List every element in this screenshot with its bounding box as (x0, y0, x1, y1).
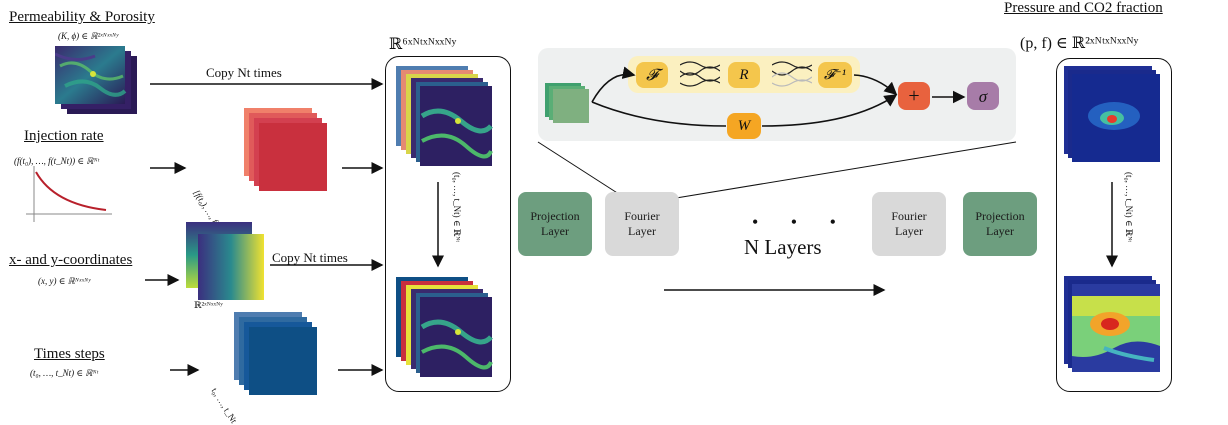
time-math: (t₀, …, t_Nt) ∈ ℝᴺᵗ (30, 368, 99, 378)
fourier-input-stack (545, 83, 589, 123)
perm-title: Permeability & Porosity (9, 9, 155, 25)
coordinates-grid-label: ℝ²ˣᴺˣˣᴺʸ (194, 300, 223, 310)
injection-stack (244, 108, 327, 191)
injection-title: Injection rate (24, 128, 104, 144)
input-arrows (145, 78, 384, 376)
fourier-op-plus: + (898, 82, 930, 110)
fourier-detail-arrows (537, 66, 1017, 201)
copy-nt-label-2: Copy Nt times (272, 250, 348, 265)
injection-curve-plot (26, 166, 112, 222)
output-container (1056, 58, 1172, 392)
fourier-op-R: R (728, 62, 760, 88)
fourier-op-R-label: R (739, 66, 749, 83)
truncated-wave-icon (772, 61, 812, 87)
fourier-op-sigma: σ (967, 82, 999, 110)
projection-in-line1: Projection (530, 209, 580, 223)
stack-bottom-tensors (396, 277, 493, 377)
output-time-label: (t₀, …, t_Nt) ∈ ℝᴺᵗ (1124, 172, 1134, 243)
fourier-op-plus-label: + (908, 84, 920, 107)
injection-math: (f(t₀), …, f(t_Nt)) ∈ ℝᴺᵗ (14, 156, 100, 166)
fourier-op-sigma-label: σ (978, 86, 988, 106)
fourier-op-W: W (727, 113, 761, 139)
fourier-op-Finv-label: 𝓕⁻¹ (824, 67, 846, 83)
time-stack (234, 312, 317, 395)
stack-dim-label: ℝ⁶ˣᴺᵗˣᴺˣˣᴺʸ (389, 36, 457, 53)
fourier-op-W-label: W (737, 117, 751, 134)
output-time-arrow (1106, 182, 1118, 268)
stack-time-arrow (432, 182, 444, 268)
stack-time-label: (t₀, …, t_Nt) ∈ ℝᴺᵗ (452, 172, 462, 243)
stack-top-tensors (396, 66, 493, 166)
copy-nt-label-1: Copy Nt times (206, 65, 282, 80)
fourier-op-F-label: 𝓕 (646, 66, 658, 84)
output-title: Pressure and CO2 fraction (1004, 0, 1163, 16)
wave-icon (680, 61, 720, 87)
fourier-1-line1: Fourier (624, 209, 660, 223)
projection-out-line1: Projection (975, 209, 1025, 223)
permeability-image (55, 46, 137, 114)
projection-in-line2: Layer (541, 224, 569, 238)
xy-math: (x, y) ∈ ℝᴺˣˣᴺʸ (38, 276, 91, 286)
output-top-field (1064, 66, 1160, 162)
fourier-1-line2: Layer (628, 224, 656, 238)
fourier-op-F: 𝓕 (636, 62, 668, 88)
output-bottom-field (1064, 276, 1160, 372)
xy-title: x- and y-coordinates (9, 252, 133, 268)
coordinates-grid (186, 222, 264, 300)
output-math: (p, f) ∈ ℝ²ˣᴺᵗˣᴺˣˣᴺʸ (1020, 35, 1139, 52)
perm-math: (K, ϕ) ∈ ℝ²ˣᴺˣˣᴺʸ (58, 31, 119, 41)
fourier-2-line1: Fourier (891, 209, 927, 223)
stack-container (385, 56, 511, 392)
fourier-op-Finv: 𝓕⁻¹ (818, 62, 852, 88)
projection-out-line2: Layer (986, 224, 1014, 238)
ellipsis-dots: • • • (752, 212, 850, 232)
fourier-2-line2: Layer (895, 224, 923, 238)
n-layers-label: N Layers (744, 235, 822, 259)
time-title: Times steps (34, 346, 105, 362)
pipeline-arrow (664, 284, 886, 296)
